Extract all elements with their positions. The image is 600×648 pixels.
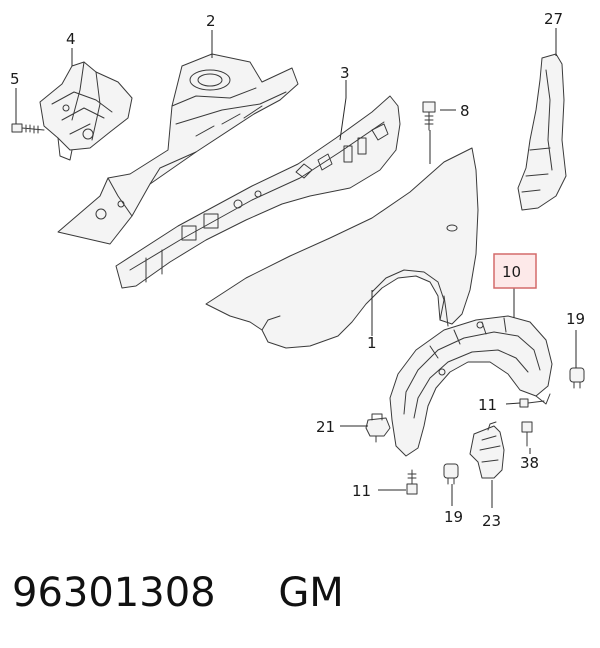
callout-5[interactable]: 5 (10, 70, 20, 88)
part-19-clip-lower (443, 463, 459, 485)
callout-11-right[interactable]: 11 (478, 396, 497, 414)
part-8-bolt (422, 101, 436, 131)
callout-38[interactable]: 38 (520, 454, 539, 472)
part-19-clip-right (569, 367, 585, 389)
callout-19-lower[interactable]: 19 (444, 508, 463, 526)
callout-1[interactable]: 1 (367, 334, 377, 352)
callout-8[interactable]: 8 (460, 102, 470, 120)
callout-27[interactable]: 27 (544, 10, 563, 28)
part-21-clip (365, 413, 391, 443)
brand-name: GM (278, 570, 344, 616)
callout-2[interactable]: 2 (206, 12, 216, 30)
highlight-box-10 (493, 253, 537, 289)
callout-21[interactable]: 21 (316, 418, 335, 436)
part-2-rail (57, 53, 299, 245)
part-11-screw-right (519, 398, 545, 408)
part-38-screw (521, 421, 533, 447)
part-27-bracket (517, 53, 567, 211)
callout-11-lower[interactable]: 11 (352, 482, 371, 500)
part-11-screw-lower (406, 469, 418, 495)
part-3-side-member (115, 95, 401, 289)
footer-caption: 96301308 GM (12, 570, 344, 630)
callout-10[interactable]: 10 (502, 263, 521, 281)
part-4-bracket (39, 61, 133, 161)
part-1-fender (205, 147, 479, 349)
callout-labels: 1 2 3 4 5 8 10 11 11 19 19 21 23 27 38 (10, 10, 585, 530)
part-number: 96301308 (12, 570, 216, 616)
part-5-bolt (11, 123, 45, 134)
part-10-wheel-liner (389, 315, 553, 457)
leader-lines (15, 28, 577, 508)
callout-4[interactable]: 4 (66, 30, 76, 48)
part-23-bracket (469, 421, 505, 479)
callout-3[interactable]: 3 (340, 64, 350, 82)
callout-23[interactable]: 23 (482, 512, 501, 530)
callout-19-right[interactable]: 19 (566, 310, 585, 328)
